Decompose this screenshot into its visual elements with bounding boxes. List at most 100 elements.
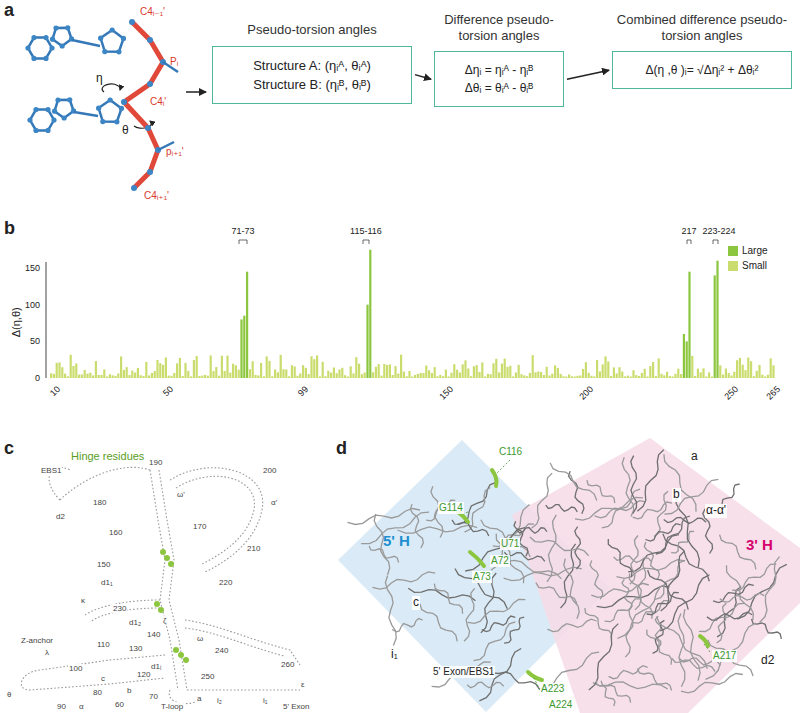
bar [602, 364, 604, 378]
bar [714, 275, 716, 378]
ribbon [575, 497, 643, 520]
ring [53, 28, 72, 46]
bar [156, 360, 158, 378]
bar [702, 368, 704, 378]
ribbon [464, 588, 475, 641]
bar [459, 373, 461, 379]
bar [442, 376, 444, 378]
hinge-note: Hinge residues [70, 450, 145, 463]
atom-label: Pᵢ [170, 56, 178, 68]
bar [72, 366, 74, 378]
bar [142, 376, 144, 378]
bar [352, 373, 354, 378]
bar [719, 365, 721, 378]
bar [604, 356, 606, 378]
bar [576, 376, 578, 378]
structure-label: 5' Exon [282, 702, 310, 711]
ribbon [467, 682, 504, 688]
bar [627, 376, 629, 378]
bar [109, 374, 111, 378]
bar [302, 365, 304, 378]
bar [184, 363, 186, 378]
bar [434, 367, 436, 378]
bar [392, 375, 394, 378]
ribbon [656, 516, 690, 554]
residue-label: A73 [472, 571, 492, 583]
tick-label: 150 [437, 384, 455, 402]
ribbon [605, 599, 641, 622]
bar [543, 375, 545, 378]
bar [621, 372, 623, 379]
bar [492, 363, 494, 378]
bar [131, 371, 133, 378]
bar [215, 367, 217, 378]
ribbon [609, 666, 648, 679]
bar [487, 374, 489, 378]
bar [53, 374, 55, 378]
residue-label: A224 [548, 699, 573, 711]
bar [464, 360, 466, 378]
atom [53, 25, 58, 30]
bar [268, 361, 270, 378]
bar [151, 373, 153, 378]
atom [121, 99, 127, 105]
residue-label: C116 [498, 446, 523, 458]
bar [100, 375, 102, 378]
bar [282, 369, 284, 378]
bar [78, 375, 80, 378]
bar [484, 377, 486, 379]
bar [674, 374, 676, 378]
bar [495, 359, 497, 378]
tick-label: 150 [25, 263, 40, 273]
structure-label: 170 [192, 522, 207, 531]
bar [207, 376, 209, 378]
ribbon [631, 456, 637, 514]
bar [120, 357, 122, 379]
bar [386, 365, 388, 378]
bar [744, 370, 746, 378]
bar [316, 355, 318, 378]
bar [232, 364, 234, 378]
domain-label: 3' H [746, 536, 773, 553]
structure-label: 220 [218, 578, 233, 587]
ribbon [589, 624, 619, 690]
bar [537, 371, 539, 378]
bar [772, 365, 774, 378]
bar [372, 372, 374, 378]
bar [686, 341, 688, 378]
bar [562, 376, 564, 378]
bar [84, 370, 86, 378]
structure-label: i₁ [262, 696, 268, 705]
atom [67, 97, 72, 102]
ribbon [644, 542, 659, 580]
ribbon [752, 619, 782, 639]
bar [582, 369, 584, 378]
tick-label: 250 [722, 384, 740, 402]
structure-label: ζ [162, 616, 168, 625]
bar [333, 368, 335, 379]
bar [338, 370, 340, 379]
bar [624, 376, 626, 378]
ribbon [678, 613, 685, 686]
bar [123, 370, 125, 378]
bar [422, 373, 424, 378]
bar [145, 362, 147, 378]
bar [280, 355, 282, 378]
ribbon [392, 619, 423, 632]
bar [504, 359, 506, 378]
site-label: 5' Exon/EBS1 [432, 666, 495, 678]
structure-label: 190 [148, 458, 163, 467]
bar [201, 376, 203, 378]
atom [114, 119, 119, 124]
bond [74, 112, 98, 116]
bar [476, 365, 478, 378]
bar [70, 355, 72, 378]
ribbon [420, 604, 457, 642]
residue-label: A223 [540, 683, 565, 695]
atom [25, 45, 30, 50]
formula: Δθᵢ = θᵢᴬ - θᵢᴮ [441, 81, 557, 95]
atom [110, 27, 115, 32]
structure-label: d1₁ [100, 578, 114, 587]
ribbon [647, 630, 672, 665]
bar [585, 362, 587, 378]
